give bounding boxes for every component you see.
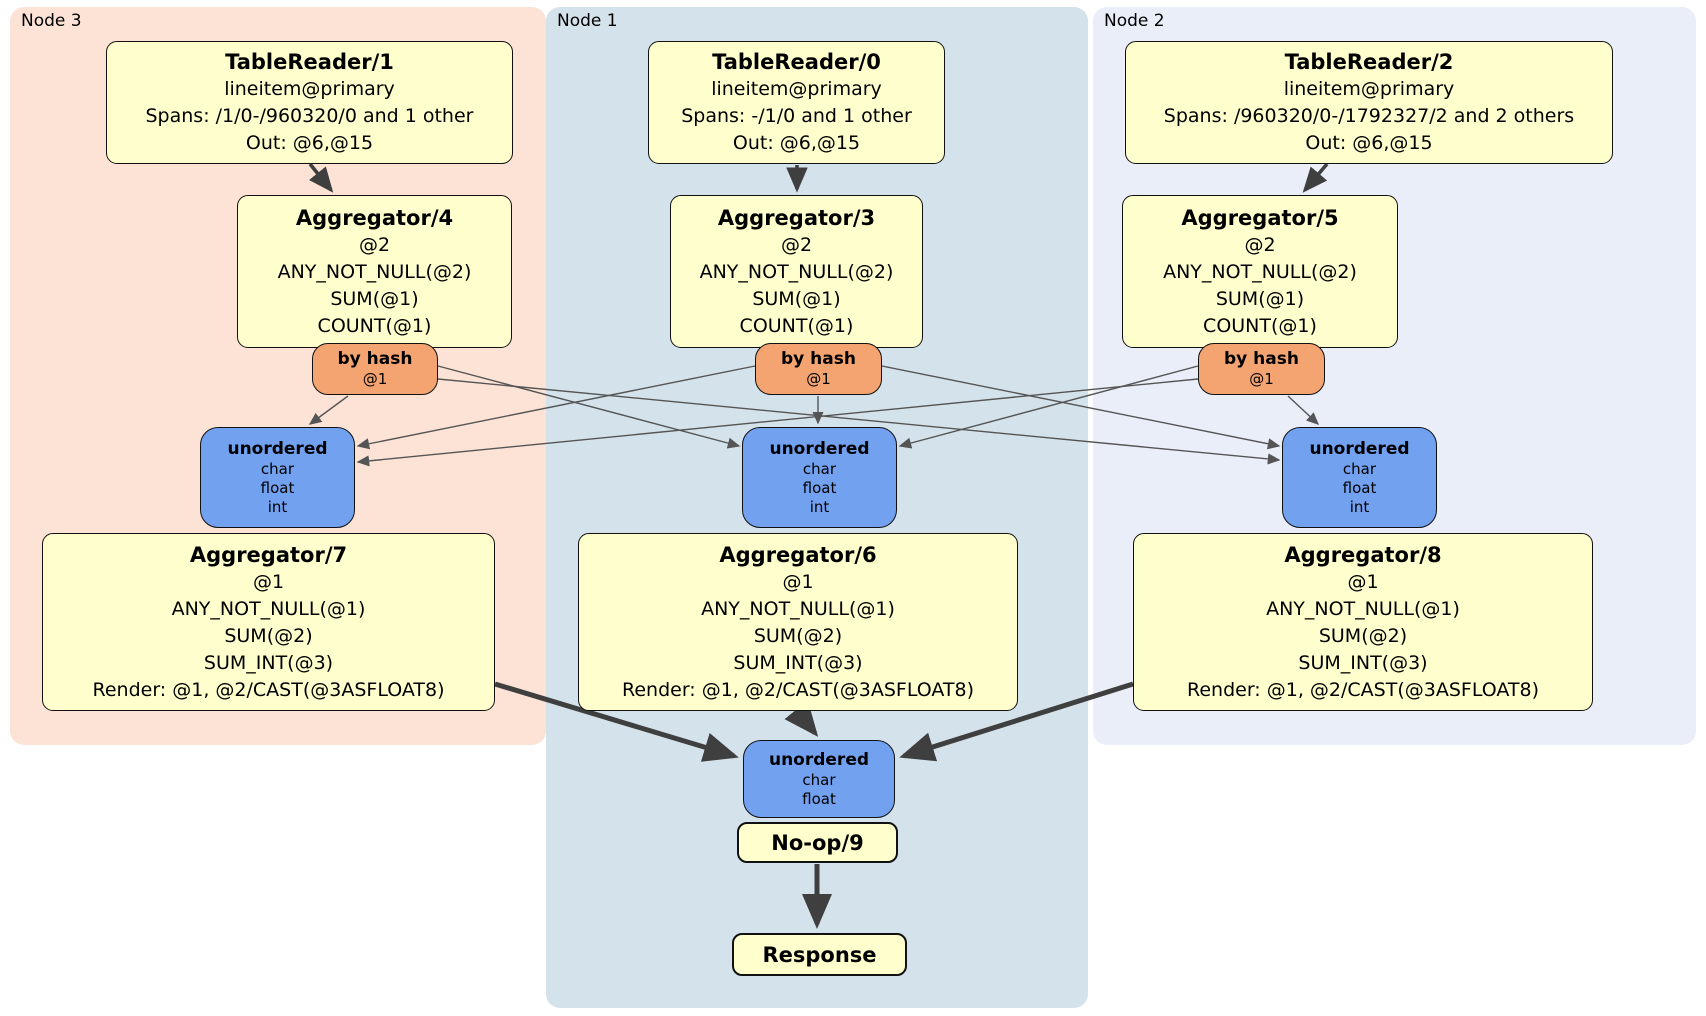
unordered-sync-node1-details: char float int xyxy=(802,459,837,516)
tablereader-0-details: lineitem@primary Spans: -/1/0 and 1 othe… xyxy=(681,78,912,154)
final-unordered-sync: unordered char float xyxy=(743,740,895,818)
tablereader-1-details: lineitem@primary Spans: /1/0-/960320/0 a… xyxy=(145,78,474,154)
tablereader-0-title: TableReader/0 xyxy=(712,50,881,74)
hash-router-node2-title: by hash xyxy=(1224,349,1299,369)
hash-router-node2: by hash @1 xyxy=(1198,343,1325,395)
unordered-sync-node3-title: unordered xyxy=(227,438,328,459)
node1-region-label: Node 1 xyxy=(557,11,618,31)
aggregator-6-box: Aggregator/6 @1 ANY_NOT_NULL(@1) SUM(@2)… xyxy=(578,533,1018,711)
unordered-sync-node3: unordered char float int xyxy=(200,427,355,528)
aggregator-5-details: @2 ANY_NOT_NULL(@2) SUM(@1) COUNT(@1) xyxy=(1163,233,1357,337)
unordered-sync-node1: unordered char float int xyxy=(742,427,897,528)
aggregator-8-box: Aggregator/8 @1 ANY_NOT_NULL(@1) SUM(@2)… xyxy=(1133,533,1593,711)
tablereader-2-title: TableReader/2 xyxy=(1284,50,1454,74)
tablereader-0-box: TableReader/0 lineitem@primary Spans: -/… xyxy=(648,41,945,164)
unordered-sync-node2: unordered char float int xyxy=(1282,427,1437,528)
aggregator-4-details: @2 ANY_NOT_NULL(@2) SUM(@1) COUNT(@1) xyxy=(277,233,472,337)
aggregator-4-title: Aggregator/4 xyxy=(295,205,454,230)
aggregator-6-title: Aggregator/6 xyxy=(719,542,877,567)
hash-router-node3-title: by hash xyxy=(337,349,413,369)
unordered-sync-node2-details: char float int xyxy=(1342,459,1377,516)
tablereader-2-details: lineitem@primary Spans: /960320/0-/17923… xyxy=(1163,78,1575,154)
aggregator-7-details: @1 ANY_NOT_NULL(@1) SUM(@2) SUM_INT(@3) … xyxy=(92,570,445,701)
hash-router-node1-details: @1 xyxy=(806,370,831,388)
unordered-sync-node1-title: unordered xyxy=(769,438,870,459)
tablereader-1-title: TableReader/1 xyxy=(225,50,394,74)
final-unordered-sync-details: char float xyxy=(802,770,836,808)
aggregator-5-box: Aggregator/5 @2 ANY_NOT_NULL(@2) SUM(@1)… xyxy=(1122,195,1398,348)
aggregator-8-details: @1 ANY_NOT_NULL(@1) SUM(@2) SUM_INT(@3) … xyxy=(1187,570,1539,701)
unordered-sync-node3-details: char float int xyxy=(260,459,295,516)
final-unordered-sync-title: unordered xyxy=(768,749,870,770)
aggregator-4-box: Aggregator/4 @2 ANY_NOT_NULL(@2) SUM(@1)… xyxy=(237,195,512,348)
aggregator-3-title: Aggregator/3 xyxy=(717,205,876,230)
aggregator-5-title: Aggregator/5 xyxy=(1181,205,1339,230)
hash-router-node1-title: by hash xyxy=(781,349,856,369)
aggregator-7-box: Aggregator/7 @1 ANY_NOT_NULL(@1) SUM(@2)… xyxy=(42,533,495,711)
tablereader-2-box: TableReader/2 lineitem@primary Spans: /9… xyxy=(1125,41,1613,164)
aggregator-8-title: Aggregator/8 xyxy=(1284,542,1442,567)
aggregator-3-details: @2 ANY_NOT_NULL(@2) SUM(@1) COUNT(@1) xyxy=(699,233,894,337)
response-title: Response xyxy=(762,942,877,967)
hash-router-node3: by hash @1 xyxy=(312,343,438,395)
aggregator-3-box: Aggregator/3 @2 ANY_NOT_NULL(@2) SUM(@1)… xyxy=(670,195,923,348)
hash-router-node2-details: @1 xyxy=(1249,370,1274,388)
noop-box: No-op/9 xyxy=(737,822,898,863)
hash-router-node1: by hash @1 xyxy=(755,343,882,395)
response-box: Response xyxy=(732,933,907,976)
hash-router-node3-details: @1 xyxy=(362,370,388,388)
node2-region-label: Node 2 xyxy=(1104,11,1165,31)
noop-title: No-op/9 xyxy=(771,830,864,855)
tablereader-1-box: TableReader/1 lineitem@primary Spans: /1… xyxy=(106,41,513,164)
node3-region-label: Node 3 xyxy=(21,11,82,31)
unordered-sync-node2-title: unordered xyxy=(1309,438,1410,459)
aggregator-7-title: Aggregator/7 xyxy=(189,542,348,567)
aggregator-6-details: @1 ANY_NOT_NULL(@1) SUM(@2) SUM_INT(@3) … xyxy=(622,570,974,701)
